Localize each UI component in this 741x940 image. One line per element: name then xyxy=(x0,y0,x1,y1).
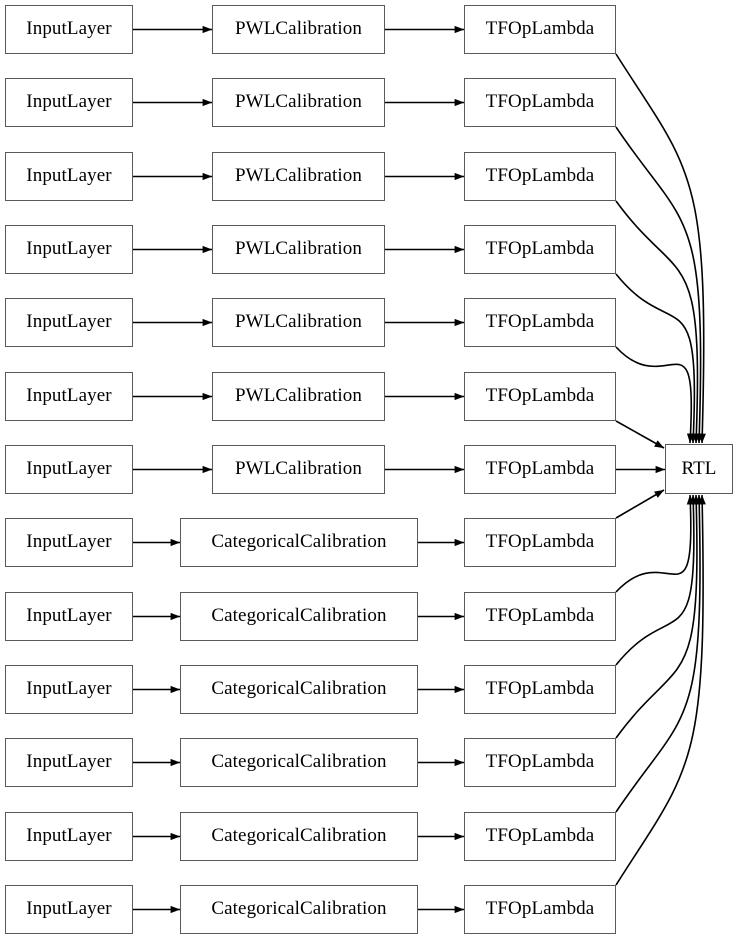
tfoplambda-node-6-label: TFOpLambda xyxy=(485,458,595,479)
rtl-output-node-label: RTL xyxy=(681,457,717,479)
calibration-node-10[interactable]: CategoricalCalibration xyxy=(180,738,418,787)
input-layer-node-5[interactable]: InputLayer xyxy=(5,372,133,421)
tfoplambda-node-8[interactable]: TFOpLambda xyxy=(464,592,616,641)
edge-lambda-to-rtl-11 xyxy=(615,494,703,813)
calibration-node-12-label: CategoricalCalibration xyxy=(211,898,387,919)
calibration-node-2[interactable]: PWLCalibration xyxy=(212,152,385,201)
calibration-node-12[interactable]: CategoricalCalibration xyxy=(180,885,418,934)
input-layer-node-0[interactable]: InputLayer xyxy=(5,5,133,54)
input-layer-node-11-label: InputLayer xyxy=(26,825,112,846)
input-layer-node-5-label: InputLayer xyxy=(26,385,112,406)
calibration-node-4[interactable]: PWLCalibration xyxy=(212,298,385,347)
input-layer-node-7[interactable]: InputLayer xyxy=(5,518,133,567)
tfoplambda-node-3-label: TFOpLambda xyxy=(485,238,595,259)
calibration-node-8-label: CategoricalCalibration xyxy=(211,605,387,626)
edge-lambda-to-rtl-8 xyxy=(615,494,695,593)
edge-lambda-to-rtl-5 xyxy=(615,420,665,449)
edge-lambda-to-rtl-3 xyxy=(615,273,698,444)
tfoplambda-node-1[interactable]: TFOpLambda xyxy=(464,78,616,127)
input-layer-node-4[interactable]: InputLayer xyxy=(5,298,133,347)
input-layer-node-1[interactable]: InputLayer xyxy=(5,78,133,127)
tfoplambda-node-11[interactable]: TFOpLambda xyxy=(464,812,616,861)
edge-lambda-to-rtl-9 xyxy=(615,494,697,666)
input-layer-node-12-label: InputLayer xyxy=(26,898,112,919)
input-layer-node-9-label: InputLayer xyxy=(26,678,112,699)
rtl-output-node[interactable]: RTL xyxy=(665,444,733,494)
tfoplambda-node-12[interactable]: TFOpLambda xyxy=(464,885,616,934)
calibration-node-11-label: CategoricalCalibration xyxy=(211,825,387,846)
calibration-node-9[interactable]: CategoricalCalibration xyxy=(180,665,418,714)
tfoplambda-node-2[interactable]: TFOpLambda xyxy=(464,152,616,201)
tfoplambda-node-0[interactable]: TFOpLambda xyxy=(464,5,616,54)
edge-lambda-to-rtl-12 xyxy=(615,494,706,886)
calibration-node-0-label: PWLCalibration xyxy=(235,18,362,39)
tfoplambda-node-2-label: TFOpLambda xyxy=(485,165,595,186)
input-layer-node-10-label: InputLayer xyxy=(26,751,112,772)
input-layer-node-9[interactable]: InputLayer xyxy=(5,665,133,714)
calibration-node-6[interactable]: PWLCalibration xyxy=(212,445,385,494)
calibration-node-5-label: PWLCalibration xyxy=(235,385,362,406)
input-layer-node-6[interactable]: InputLayer xyxy=(5,445,133,494)
tfoplambda-node-6[interactable]: TFOpLambda xyxy=(464,445,616,494)
calibration-node-1[interactable]: PWLCalibration xyxy=(212,78,385,127)
calibration-node-10-label: CategoricalCalibration xyxy=(211,751,387,772)
edge-lambda-to-rtl-7 xyxy=(615,489,665,519)
input-layer-node-8-label: InputLayer xyxy=(26,605,112,626)
input-layer-node-12[interactable]: InputLayer xyxy=(5,885,133,934)
calibration-node-3-label: PWLCalibration xyxy=(235,238,362,259)
calibration-node-0[interactable]: PWLCalibration xyxy=(212,5,385,54)
tfoplambda-node-7[interactable]: TFOpLambda xyxy=(464,518,616,567)
tfoplambda-node-5[interactable]: TFOpLambda xyxy=(464,372,616,421)
tfoplambda-node-7-label: TFOpLambda xyxy=(485,531,595,552)
input-layer-node-2[interactable]: InputLayer xyxy=(5,152,133,201)
tfoplambda-node-10[interactable]: TFOpLambda xyxy=(464,738,616,787)
tfoplambda-node-10-label: TFOpLambda xyxy=(485,751,595,772)
edge-lambda-to-rtl-2 xyxy=(615,200,701,444)
calibration-node-7-label: CategoricalCalibration xyxy=(211,531,387,552)
edge-lambda-to-rtl-1 xyxy=(615,126,703,444)
tfoplambda-node-3[interactable]: TFOpLambda xyxy=(464,225,616,274)
input-layer-node-8[interactable]: InputLayer xyxy=(5,592,133,641)
tfoplambda-node-9-label: TFOpLambda xyxy=(485,678,595,699)
tfoplambda-node-12-label: TFOpLambda xyxy=(485,898,595,919)
input-layer-node-6-label: InputLayer xyxy=(26,458,112,479)
tfoplambda-node-11-label: TFOpLambda xyxy=(485,825,595,846)
edge-lambda-to-rtl-4 xyxy=(615,346,695,444)
input-layer-node-2-label: InputLayer xyxy=(26,165,112,186)
input-layer-node-11[interactable]: InputLayer xyxy=(5,812,133,861)
input-layer-node-3-label: InputLayer xyxy=(26,238,112,259)
input-layer-node-10[interactable]: InputLayer xyxy=(5,738,133,787)
input-layer-node-0-label: InputLayer xyxy=(26,18,112,39)
input-layer-node-3[interactable]: InputLayer xyxy=(5,225,133,274)
calibration-node-11[interactable]: CategoricalCalibration xyxy=(180,812,418,861)
tfoplambda-node-4-label: TFOpLambda xyxy=(485,311,595,332)
calibration-node-2-label: PWLCalibration xyxy=(235,165,362,186)
calibration-node-3[interactable]: PWLCalibration xyxy=(212,225,385,274)
tfoplambda-node-4[interactable]: TFOpLambda xyxy=(464,298,616,347)
input-layer-node-4-label: InputLayer xyxy=(26,311,112,332)
edge-lambda-to-rtl-10 xyxy=(615,494,700,739)
edge-lambda-to-rtl-0 xyxy=(615,53,706,444)
tfoplambda-node-1-label: TFOpLambda xyxy=(485,91,595,112)
calibration-node-1-label: PWLCalibration xyxy=(235,91,362,112)
input-layer-node-1-label: InputLayer xyxy=(26,91,112,112)
tfoplambda-node-9[interactable]: TFOpLambda xyxy=(464,665,616,714)
calibration-node-6-label: PWLCalibration xyxy=(235,458,362,479)
calibration-node-7[interactable]: CategoricalCalibration xyxy=(180,518,418,567)
tfoplambda-node-0-label: TFOpLambda xyxy=(485,18,595,39)
tfoplambda-node-5-label: TFOpLambda xyxy=(485,385,595,406)
calibration-node-9-label: CategoricalCalibration xyxy=(211,678,387,699)
calibration-node-8[interactable]: CategoricalCalibration xyxy=(180,592,418,641)
tfoplambda-node-8-label: TFOpLambda xyxy=(485,605,595,626)
input-layer-node-7-label: InputLayer xyxy=(26,531,112,552)
calibration-node-5[interactable]: PWLCalibration xyxy=(212,372,385,421)
calibration-node-4-label: PWLCalibration xyxy=(235,311,362,332)
